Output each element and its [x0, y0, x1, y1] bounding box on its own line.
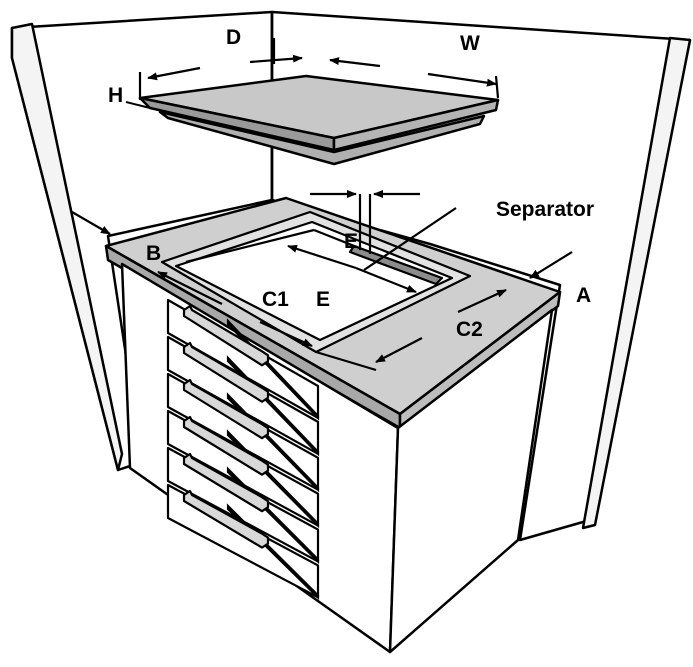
dim-c2-arrow-down	[375, 337, 423, 363]
dim-wall-gap-arrow	[71, 211, 111, 235]
label-separator: Separator	[496, 198, 594, 221]
label-c1: C1	[262, 288, 289, 311]
label-h: H	[108, 84, 123, 107]
cabinet-side-face	[388, 308, 554, 654]
label-d: D	[226, 26, 241, 49]
worktop-dimensions	[71, 190, 573, 372]
drawer-handle-icon	[182, 378, 270, 440]
separator-leader-line	[363, 207, 457, 271]
dim-w-extension	[494, 75, 500, 99]
dim-c2-extension	[315, 350, 377, 372]
dim-d-arrow-right	[249, 54, 303, 64]
left-wall-edge	[10, 22, 124, 472]
label-e-gap: E	[344, 230, 358, 253]
worktop-cutout	[160, 210, 472, 354]
hob-appliance	[125, 74, 500, 166]
label-e-inner: E	[316, 288, 330, 311]
hob-body-underside	[158, 110, 486, 166]
label-c2: C2	[456, 318, 483, 341]
cutout-floor	[174, 220, 454, 342]
drawer-stack	[166, 298, 320, 600]
dim-a-arrow	[529, 251, 573, 279]
dim-c1-arrow	[259, 321, 313, 347]
drawer-handle-icon	[182, 489, 270, 549]
diagram-labels: D W H B C1 E E C2 A Separator	[108, 26, 594, 341]
dim-e-arrow-left	[287, 244, 357, 270]
right-wall-edge	[581, 36, 692, 530]
dim-e-arrow-right	[355, 266, 417, 294]
hob-height-reference-line	[125, 101, 151, 109]
dim-w-arrow-right	[427, 72, 497, 87]
drawer-handle-icon	[182, 304, 270, 367]
label-a: A	[576, 284, 591, 307]
hob-front-right-side	[332, 98, 500, 152]
label-w: W	[460, 32, 480, 55]
label-b: B	[146, 242, 161, 265]
dim-c2-arrow-up	[457, 289, 507, 313]
dim-w-arrow-left	[329, 57, 381, 68]
cutout-inner-edge-1	[185, 228, 315, 264]
dim-b-arrow	[157, 271, 223, 305]
drawer-handle-icon	[182, 452, 270, 513]
separator-strip	[348, 244, 444, 286]
worktop-front-right-edge	[398, 290, 562, 430]
hob-dimensions	[138, 38, 500, 100]
dim-d-arrow-left	[147, 66, 201, 81]
drawer-handle-icon	[182, 341, 270, 403]
drawer-handle-icon	[182, 415, 270, 476]
